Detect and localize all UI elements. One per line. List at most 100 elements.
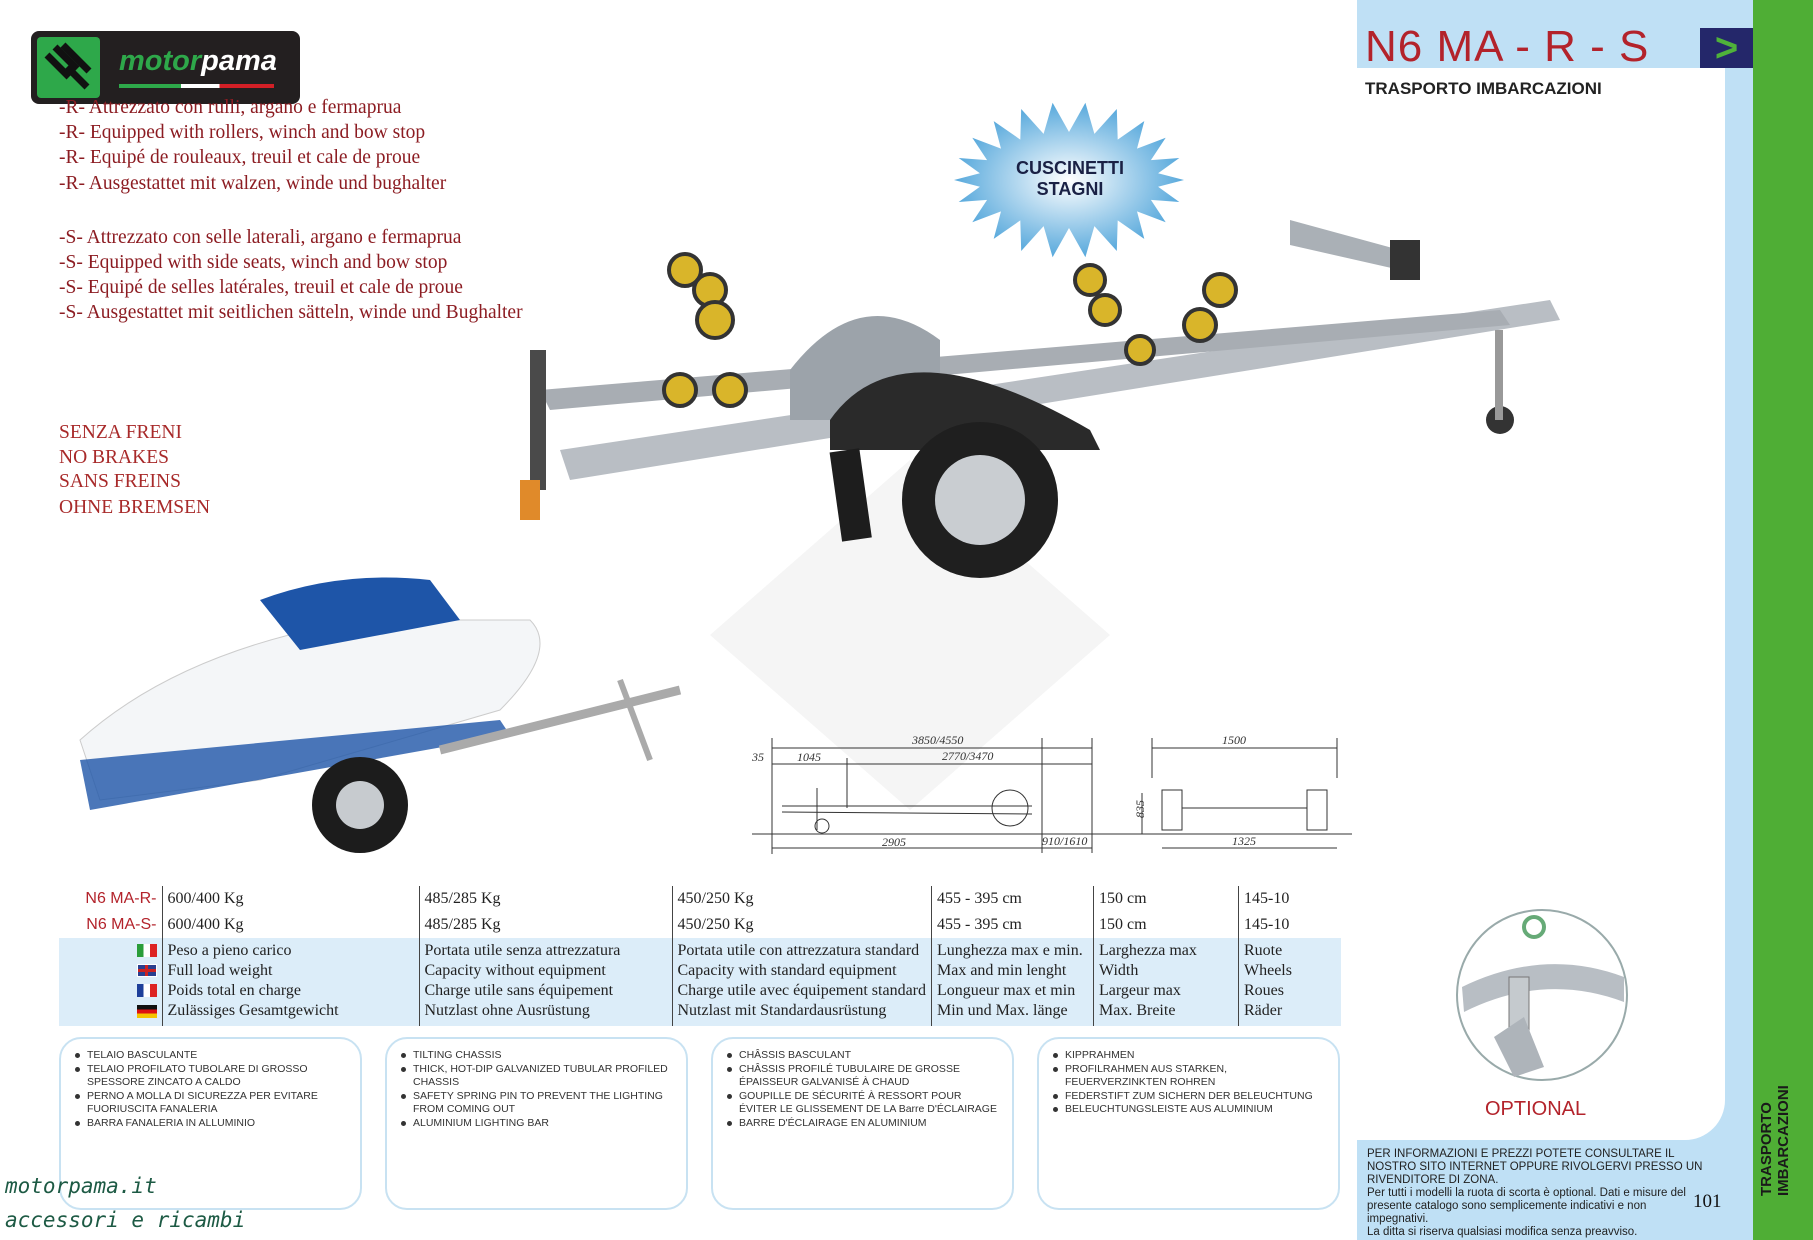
desc-r-de: -R- Ausgestattet mit walzen, winde und b… xyxy=(59,173,447,194)
uk-flag-icon xyxy=(136,964,157,978)
header-en: Max and min lenght xyxy=(937,962,1067,979)
feature-item: THICK, HOT-DIP GALVANIZED TUBULAR PROFIL… xyxy=(401,1063,672,1090)
logo: motorpama xyxy=(31,31,300,104)
feature-item: TELAIO BASCULANTE xyxy=(75,1049,346,1063)
spec-value: 455 - 395 cm xyxy=(931,912,1094,938)
spec-table: N6 MA-R- 600/400 Kg 485/285 Kg 450/250 K… xyxy=(59,886,1341,1026)
header-en: Capacity with standard equipment xyxy=(677,962,897,979)
table-row: N6 MA-S- 600/400 Kg 485/285 Kg 450/250 K… xyxy=(59,912,1341,938)
dim-width: 1500 xyxy=(1222,733,1246,747)
feature-item: BARRA FANALERIA IN ALLUMINIO xyxy=(75,1117,346,1131)
header-de: Räder xyxy=(1244,1002,1283,1019)
feature-item: GOUPILLE DE SÉCURITÉ À RESSORT POUR ÉVIT… xyxy=(727,1090,998,1117)
logo-text-b: pama xyxy=(201,45,277,77)
desc-r-it: -R- Attrezzato con rulli, argano e ferma… xyxy=(59,97,402,118)
watermark-tagline: accessori e ricambi xyxy=(5,1208,246,1232)
chevron-right-icon[interactable]: > xyxy=(1700,28,1753,68)
desc-r-fr: -R- Equipé de rouleaux, treuil et cale d… xyxy=(59,147,421,168)
feature-item: TELAIO PROFILATO TUBOLARE DI GROSSO SPES… xyxy=(75,1063,346,1090)
header-en: Wheels xyxy=(1244,962,1292,979)
header-en: Full load weight xyxy=(167,962,273,979)
feature-item: FEDERSTIFT ZUM SICHERN DER BELEUCHTUNG xyxy=(1053,1090,1324,1104)
footer-line: Per tutti i modelli la ruota di scorta è… xyxy=(1367,1187,1686,1225)
desc-s-it: -S- Attrezzato con selle laterali, argan… xyxy=(59,227,462,248)
spec-value: 145-10 xyxy=(1238,912,1341,938)
italy-flag-icon xyxy=(136,944,157,957)
header-it: Peso a pieno carico xyxy=(167,942,292,959)
footer-note: PER INFORMAZIONI E PREZZI POTETE CONSULT… xyxy=(1367,1148,1707,1239)
brakes-en: NO BRAKES xyxy=(59,447,169,468)
header-de: Nutzlast ohne Ausrüstung xyxy=(424,1002,590,1019)
model-name: N6 MA-S- xyxy=(86,916,157,933)
desc-s-fr: -S- Equipé de selles latérales, treuil e… xyxy=(59,277,463,298)
optional-spare-wheel-holder-image xyxy=(1456,909,1628,1081)
badge-starburst xyxy=(954,102,1184,258)
header-fr: Longueur max et min xyxy=(937,982,1076,999)
spec-value: 150 cm xyxy=(1093,886,1239,912)
side-tab-label: TRASPORTO IMBARCAZIONI xyxy=(1758,1085,1792,1196)
feature-item: CHÂSSIS BASCULANT xyxy=(727,1049,998,1063)
page-number: 101 xyxy=(1693,1191,1722,1212)
spec-value: 145-10 xyxy=(1238,886,1341,912)
dim-frame-length: 2770/3470 xyxy=(942,749,993,763)
technical-drawing: 3850/4550 2770/3470 35 1045 2905 910/161… xyxy=(752,733,1352,854)
page-subtitle: TRASPORTO IMBARCAZIONI xyxy=(1365,79,1602,98)
header-en: Capacity without equipment xyxy=(424,962,606,979)
optional-label: OPTIONAL xyxy=(1485,1098,1587,1120)
header-fr: Poids total en charge xyxy=(167,982,301,999)
spec-value: 600/400 Kg xyxy=(161,912,419,938)
spec-value: 450/250 Kg xyxy=(671,912,932,938)
dim-axle-position: 2905 xyxy=(882,835,906,849)
badge-line1: CUSCINETTI xyxy=(1016,158,1124,178)
model-name: N6 MA-R- xyxy=(85,890,157,907)
germany-flag-icon xyxy=(136,1004,157,1018)
feature-item: ALUMINIUM LIGHTING BAR xyxy=(401,1117,672,1131)
jetski-trailer-image xyxy=(79,577,682,853)
spec-value: 485/285 Kg xyxy=(418,886,672,912)
header-de: Zulässiges Gesamtgewicht xyxy=(167,1002,339,1019)
header-en: Width xyxy=(1099,962,1139,979)
header-it: Lunghezza max e min. xyxy=(937,942,1083,959)
table-row: N6 MA-R- 600/400 Kg 485/285 Kg 450/250 K… xyxy=(59,886,1341,912)
dim-drawbar: 1045 xyxy=(797,750,821,764)
logo-text-a: motor xyxy=(119,45,202,77)
header-fr: Charge utile sans équipement xyxy=(424,982,614,999)
feature-item: PROFILRAHMEN AUS STARKEN, FEUERVERZINKTE… xyxy=(1053,1063,1324,1090)
brakes-fr: SANS FREINS xyxy=(59,471,181,492)
france-flag-icon xyxy=(136,984,157,998)
feature-item: KIPPRAHMEN xyxy=(1053,1049,1324,1063)
footer-line: La ditta si riserva qualsiasi modifica s… xyxy=(1367,1226,1638,1238)
footer-line: PER INFORMAZIONI E PREZZI POTETE CONSULT… xyxy=(1367,1148,1703,1186)
side-tab xyxy=(1753,0,1813,1240)
dim-track: 1325 xyxy=(1232,834,1256,848)
desc-s-de: -S- Ausgestattet mit seitlichen sätteln,… xyxy=(59,302,523,323)
header-fr: Roues xyxy=(1244,982,1284,999)
header-de: Nutzlast mit Standardausrüstung xyxy=(677,1002,887,1019)
spec-value: 150 cm xyxy=(1093,912,1239,938)
header-de: Max. Breite xyxy=(1099,1002,1176,1019)
spec-value: 450/250 Kg xyxy=(671,886,932,912)
header-it: Portata utile con attrezzatura standard xyxy=(677,942,920,959)
watermark-site: motorpama.it xyxy=(5,1174,157,1198)
header-it: Larghezza max xyxy=(1099,942,1197,959)
spec-value: 600/400 Kg xyxy=(161,886,419,912)
feature-item: BARRE D'ÉCLAIRAGE EN ALUMINIUM xyxy=(727,1117,998,1131)
feature-item: TILTING CHASSIS xyxy=(401,1049,672,1063)
page-title: N6 MA - R - S xyxy=(1365,22,1650,71)
dim-height: 835 xyxy=(1133,800,1147,818)
feature-item: PERNO A MOLLA DI SICUREZZA PER EVITARE F… xyxy=(75,1090,346,1117)
badge-line2: STAGNI xyxy=(1036,179,1104,199)
trailer-image xyxy=(520,220,1560,578)
header-de: Min und Max. länge xyxy=(937,1002,1068,1019)
header-fr: Largeur max xyxy=(1099,982,1181,999)
brakes-it: SENZA FRENI xyxy=(59,422,182,443)
header-it: Portata utile senza attrezzatura xyxy=(424,942,621,959)
dim-offset: 35 xyxy=(752,750,764,764)
spec-value: 485/285 Kg xyxy=(418,912,672,938)
desc-r-en: -R- Equipped with rollers, winch and bow… xyxy=(59,122,426,143)
